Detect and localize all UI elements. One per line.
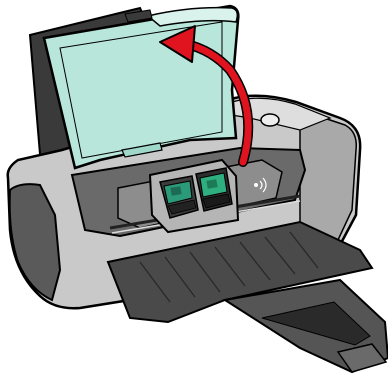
power-button	[261, 114, 279, 126]
